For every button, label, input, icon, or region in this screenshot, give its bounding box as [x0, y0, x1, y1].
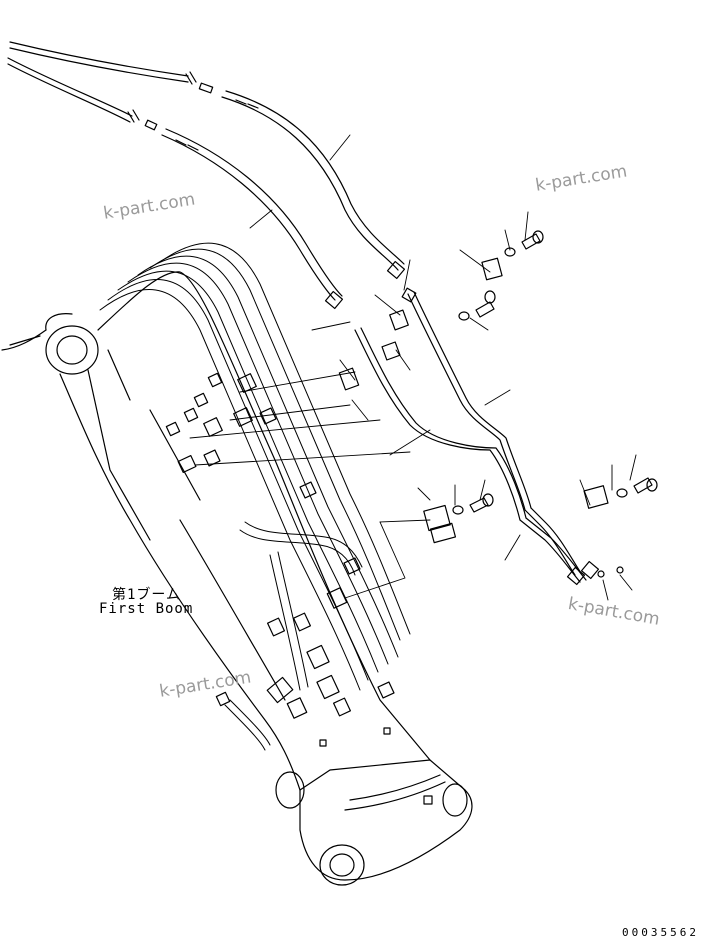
boom-label-english: First Boom: [99, 601, 194, 617]
boom-body: [1, 271, 473, 886]
document-number: 00035562: [622, 926, 699, 939]
upper-hose-b: [7, 57, 344, 310]
clamp-mid-right: [458, 290, 496, 321]
right-tube-b: [354, 327, 587, 583]
boom-label-japanese: 第1ブーム: [112, 587, 182, 603]
clamp-center: [423, 493, 494, 544]
tube-end-fittings: [566, 560, 624, 586]
upper-hose-a: [9, 41, 406, 280]
clamp-lower-right: [583, 477, 658, 509]
right-tube-a: [401, 287, 582, 576]
boom-clamps: [165, 372, 395, 719]
leader-lines: [189, 134, 637, 601]
boom-hoses: [99, 242, 411, 751]
clamp-top-right: [481, 230, 544, 281]
